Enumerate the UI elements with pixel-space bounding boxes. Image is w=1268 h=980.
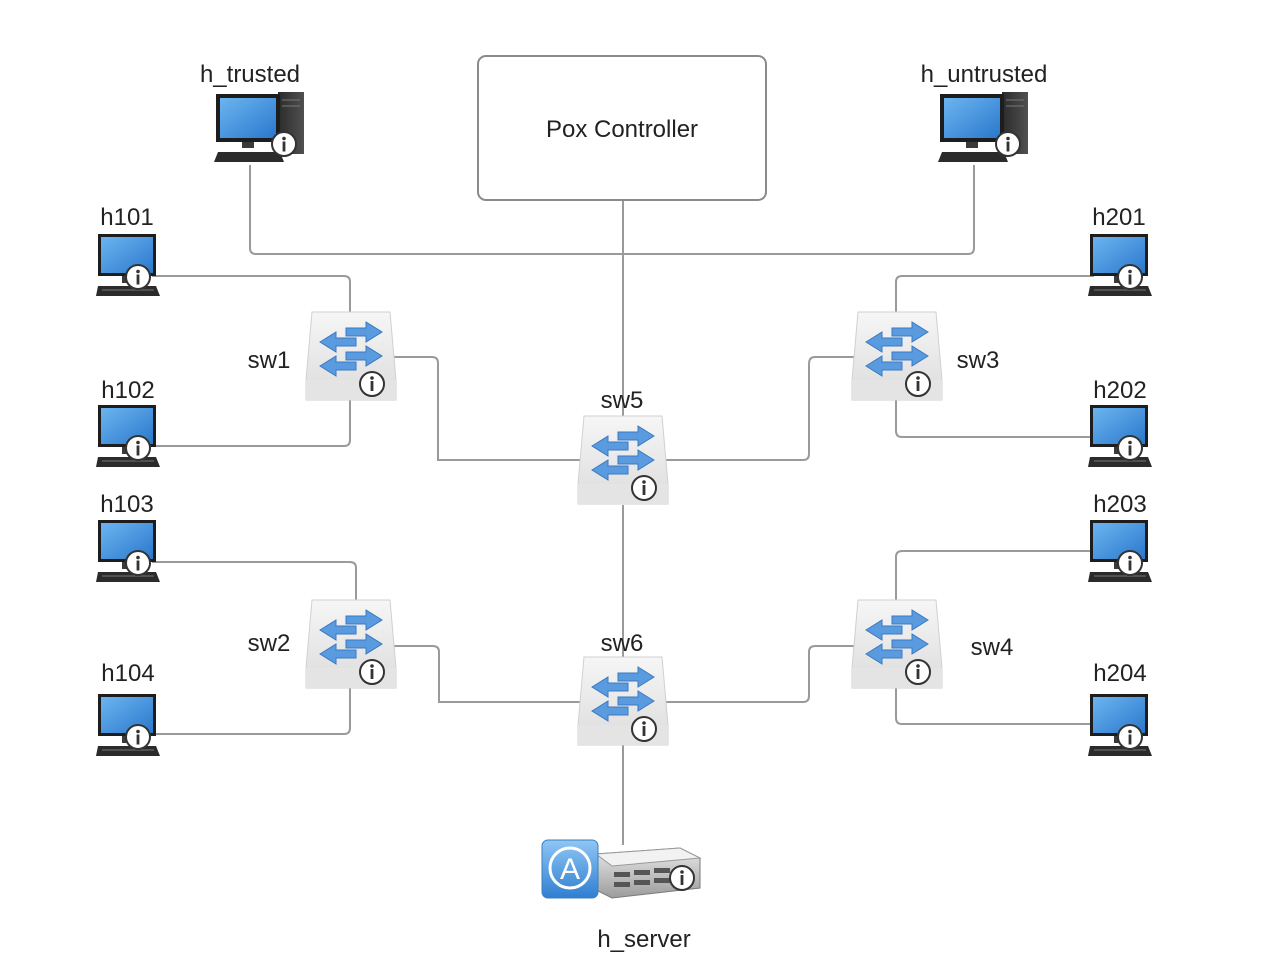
desktop-computer-icon <box>213 91 305 163</box>
switch-icon <box>851 599 943 689</box>
link-h202-sw3 <box>895 400 1094 438</box>
link-h204-sw4 <box>895 688 1094 725</box>
host-label-h202: h202 <box>1093 377 1146 404</box>
host-label-h_untrusted: h_untrusted <box>921 61 1048 88</box>
controller-label: Pox Controller <box>546 116 698 143</box>
monitor-icon <box>1087 233 1153 297</box>
pox-controller-node[interactable]: Pox Controller <box>477 55 767 201</box>
switch-label-sw6: sw6 <box>601 630 644 657</box>
host-h201[interactable]: h201 <box>1087 204 1153 297</box>
host-label-h_server: h_server <box>597 926 690 953</box>
link-sw2-sw6 <box>390 645 580 703</box>
switch-label-sw2: sw2 <box>248 630 291 657</box>
host-h_trusted[interactable]: h_trusted <box>200 61 305 163</box>
switch-sw4[interactable]: sw4 <box>851 599 1014 689</box>
link-h203-sw4 <box>895 550 1094 602</box>
host-label-h_trusted: h_trusted <box>200 61 300 88</box>
monitor-icon <box>95 693 161 757</box>
switch-sw2[interactable]: sw2 <box>248 599 397 689</box>
host-label-h201: h201 <box>1092 204 1145 231</box>
switch-icon <box>305 311 397 401</box>
switch-sw1[interactable]: sw1 <box>248 311 397 401</box>
link-h101-sw1 <box>152 275 351 315</box>
host-label-h104: h104 <box>101 660 154 687</box>
monitor-icon <box>95 404 161 468</box>
monitor-icon <box>95 233 161 297</box>
server-badge-icon: A <box>541 839 599 899</box>
host-h203[interactable]: h203 <box>1087 491 1153 583</box>
monitor-icon <box>95 519 161 583</box>
link-h103-sw2 <box>152 561 357 602</box>
host-h104[interactable]: h104 <box>95 660 161 757</box>
links <box>152 165 1094 845</box>
link-sw5-sw3 <box>665 356 855 461</box>
host-label-h103: h103 <box>100 491 153 518</box>
host-h102[interactable]: h102 <box>95 377 161 468</box>
monitor-icon <box>1087 404 1153 468</box>
host-h202[interactable]: h202 <box>1087 377 1153 468</box>
link-h104-sw2 <box>152 688 351 735</box>
monitor-icon <box>1087 693 1153 757</box>
switch-icon <box>577 415 669 505</box>
host-h103[interactable]: h103 <box>95 491 161 583</box>
server-badge-letter: A <box>560 853 580 886</box>
controller-box <box>477 55 767 201</box>
switch-icon <box>851 311 943 401</box>
host-h_untrusted[interactable]: h_untrusted <box>921 61 1048 163</box>
switch-label-sw4: sw4 <box>971 634 1014 661</box>
link-h201-sw3 <box>895 275 1094 315</box>
switch-label-sw5: sw5 <box>601 387 644 414</box>
host-h204[interactable]: h204 <box>1087 660 1153 757</box>
host-label-h102: h102 <box>101 377 154 404</box>
switch-label-sw1: sw1 <box>248 347 291 374</box>
link-h102-sw1 <box>152 400 351 447</box>
monitor-icon <box>1087 519 1153 583</box>
switch-label-sw3: sw3 <box>957 347 1000 374</box>
host-label-h101: h101 <box>100 204 153 231</box>
switch-sw3[interactable]: sw3 <box>851 311 1000 401</box>
host-label-h204: h204 <box>1093 660 1146 687</box>
info-icon <box>669 865 695 891</box>
link-sw6-sw4 <box>665 645 855 703</box>
link-sw1-sw5 <box>390 356 580 461</box>
host-h_server[interactable]: A h_server <box>541 839 702 953</box>
switch-sw5[interactable]: sw5 <box>577 387 669 505</box>
host-label-h203: h203 <box>1093 491 1146 518</box>
switch-sw6[interactable]: sw6 <box>577 630 669 746</box>
desktop-computer-icon <box>937 91 1029 163</box>
switch-icon <box>305 599 397 689</box>
link-trusted-untrusted-bus <box>249 165 975 255</box>
switch-icon <box>577 656 669 746</box>
host-h101[interactable]: h101 <box>95 204 161 297</box>
